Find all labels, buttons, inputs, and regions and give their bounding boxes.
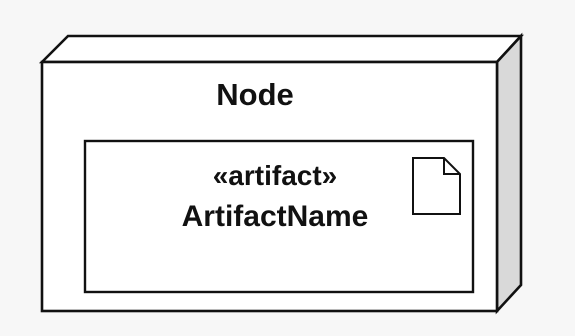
node-top-face [38, 34, 524, 64]
document-icon-fold [443, 158, 460, 175]
artifact-box [83, 139, 475, 294]
node-title: Node [216, 77, 294, 112]
document-icon [412, 157, 461, 215]
document-icon-outline [412, 157, 461, 215]
artifact-name: ArtifactName [181, 200, 369, 233]
node-side-face [495, 32, 523, 315]
artifact-stereotype: «artifact» [212, 160, 338, 191]
